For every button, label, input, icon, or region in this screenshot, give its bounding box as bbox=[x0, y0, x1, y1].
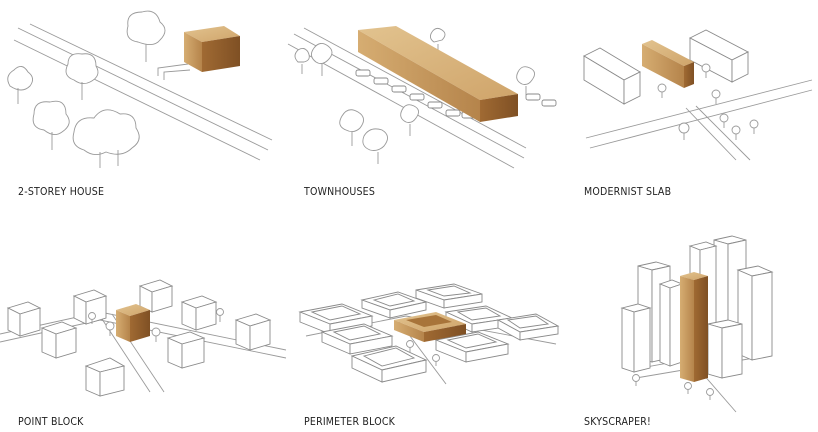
point-tower bbox=[138, 279, 174, 313]
panel-label: PERIMETER BLOCK bbox=[304, 416, 396, 428]
tree-icon bbox=[711, 89, 721, 104]
slab-building bbox=[583, 47, 641, 105]
tree-icon bbox=[406, 340, 414, 352]
tree-icon bbox=[362, 128, 388, 164]
panel-label: SKYSCRAPER! bbox=[584, 416, 651, 428]
perimeter-block-illustration bbox=[298, 283, 560, 385]
skyscraper-tower bbox=[707, 319, 743, 379]
panel-2-storey-house: 2-STOREY HOUSE bbox=[0, 0, 273, 216]
skyscraper-tower bbox=[620, 303, 652, 373]
perimeter-block-courtyard bbox=[394, 312, 466, 342]
tree-icon bbox=[339, 109, 364, 146]
tree-icon bbox=[72, 109, 140, 168]
panel-label: POINT BLOCK bbox=[18, 416, 84, 428]
tree-icon bbox=[719, 113, 729, 128]
tree-icon bbox=[105, 321, 115, 336]
perimeter-courtyard bbox=[350, 345, 428, 383]
tree-icon bbox=[7, 66, 33, 104]
tree-icon bbox=[678, 122, 690, 140]
point-block-tower bbox=[116, 304, 150, 342]
perimeter-courtyard bbox=[434, 331, 510, 363]
panel-label: TOWNHOUSES bbox=[304, 186, 376, 198]
point-tower bbox=[180, 295, 218, 331]
tree-icon bbox=[294, 47, 310, 74]
tree-icon bbox=[516, 66, 535, 98]
perimeter-courtyard bbox=[415, 283, 483, 309]
panel-townhouses: TOWNHOUSES bbox=[286, 0, 558, 216]
house-illustration bbox=[7, 10, 273, 168]
slab-illustration bbox=[583, 29, 813, 161]
perimeter-courtyard bbox=[360, 291, 428, 319]
townhouses-illustration bbox=[287, 26, 557, 169]
perimeter-courtyard bbox=[444, 305, 514, 333]
tree-icon bbox=[400, 104, 419, 136]
skyscraper-tower bbox=[658, 279, 684, 367]
tree-icon bbox=[126, 10, 166, 62]
panel-perimeter-block: PERIMETER BLOCK bbox=[286, 216, 560, 432]
modernist-slab-block bbox=[642, 40, 694, 88]
tree-icon bbox=[657, 83, 667, 98]
house-block bbox=[184, 26, 240, 72]
point-tower bbox=[84, 357, 126, 397]
tree-icon bbox=[311, 43, 333, 76]
tree-icon bbox=[216, 308, 224, 322]
skyscraper-tower bbox=[736, 265, 774, 361]
tree-icon bbox=[706, 388, 714, 400]
point-tower bbox=[6, 301, 42, 337]
tree-icon bbox=[88, 312, 96, 324]
panel-skyscraper: SKYSCRAPER! bbox=[566, 216, 818, 432]
point-tower bbox=[40, 321, 78, 359]
panel-label: 2-STOREY HOUSE bbox=[18, 186, 105, 198]
perimeter-courtyard bbox=[320, 323, 394, 355]
tree-icon bbox=[749, 119, 759, 134]
point-tower bbox=[234, 313, 272, 351]
tree-icon bbox=[684, 382, 692, 394]
point-block-illustration bbox=[0, 279, 287, 397]
townhouse-bar bbox=[358, 26, 518, 122]
tree-icon bbox=[429, 27, 446, 52]
tree-icon bbox=[731, 125, 741, 140]
point-tower bbox=[166, 331, 206, 369]
tree-icon bbox=[432, 354, 440, 366]
tree-icon bbox=[701, 63, 711, 78]
tree-icon bbox=[632, 374, 640, 386]
skyscraper-block bbox=[680, 272, 708, 382]
panel-label: MODERNIST SLAB bbox=[584, 186, 672, 198]
tree-icon bbox=[32, 100, 70, 150]
perimeter-courtyard bbox=[496, 313, 560, 341]
tree-icon bbox=[151, 327, 161, 342]
slab-building bbox=[689, 29, 749, 83]
panel-point-block: POINT BLOCK bbox=[0, 216, 287, 432]
skyscraper-illustration bbox=[620, 235, 774, 413]
panel-modernist-slab: MODERNIST SLAB bbox=[566, 0, 818, 216]
tree-icon bbox=[65, 53, 99, 100]
